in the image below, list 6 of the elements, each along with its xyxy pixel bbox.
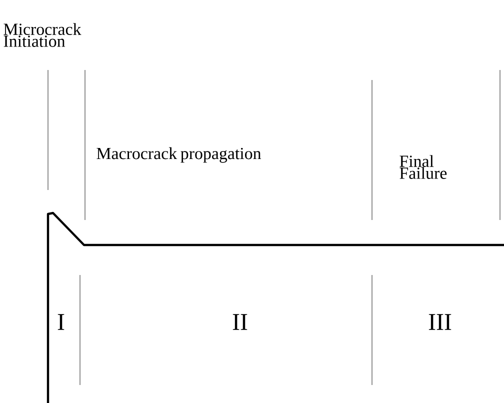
roman-numeral: III [428, 314, 452, 330]
stage-label: Macrocrack propagation [96, 147, 262, 163]
roman-numeral: II [232, 314, 248, 330]
stage-label: Final Failure [400, 155, 447, 179]
roman-numeral: I [58, 314, 64, 330]
stage-label: Microcrack Initiation [4, 23, 82, 47]
